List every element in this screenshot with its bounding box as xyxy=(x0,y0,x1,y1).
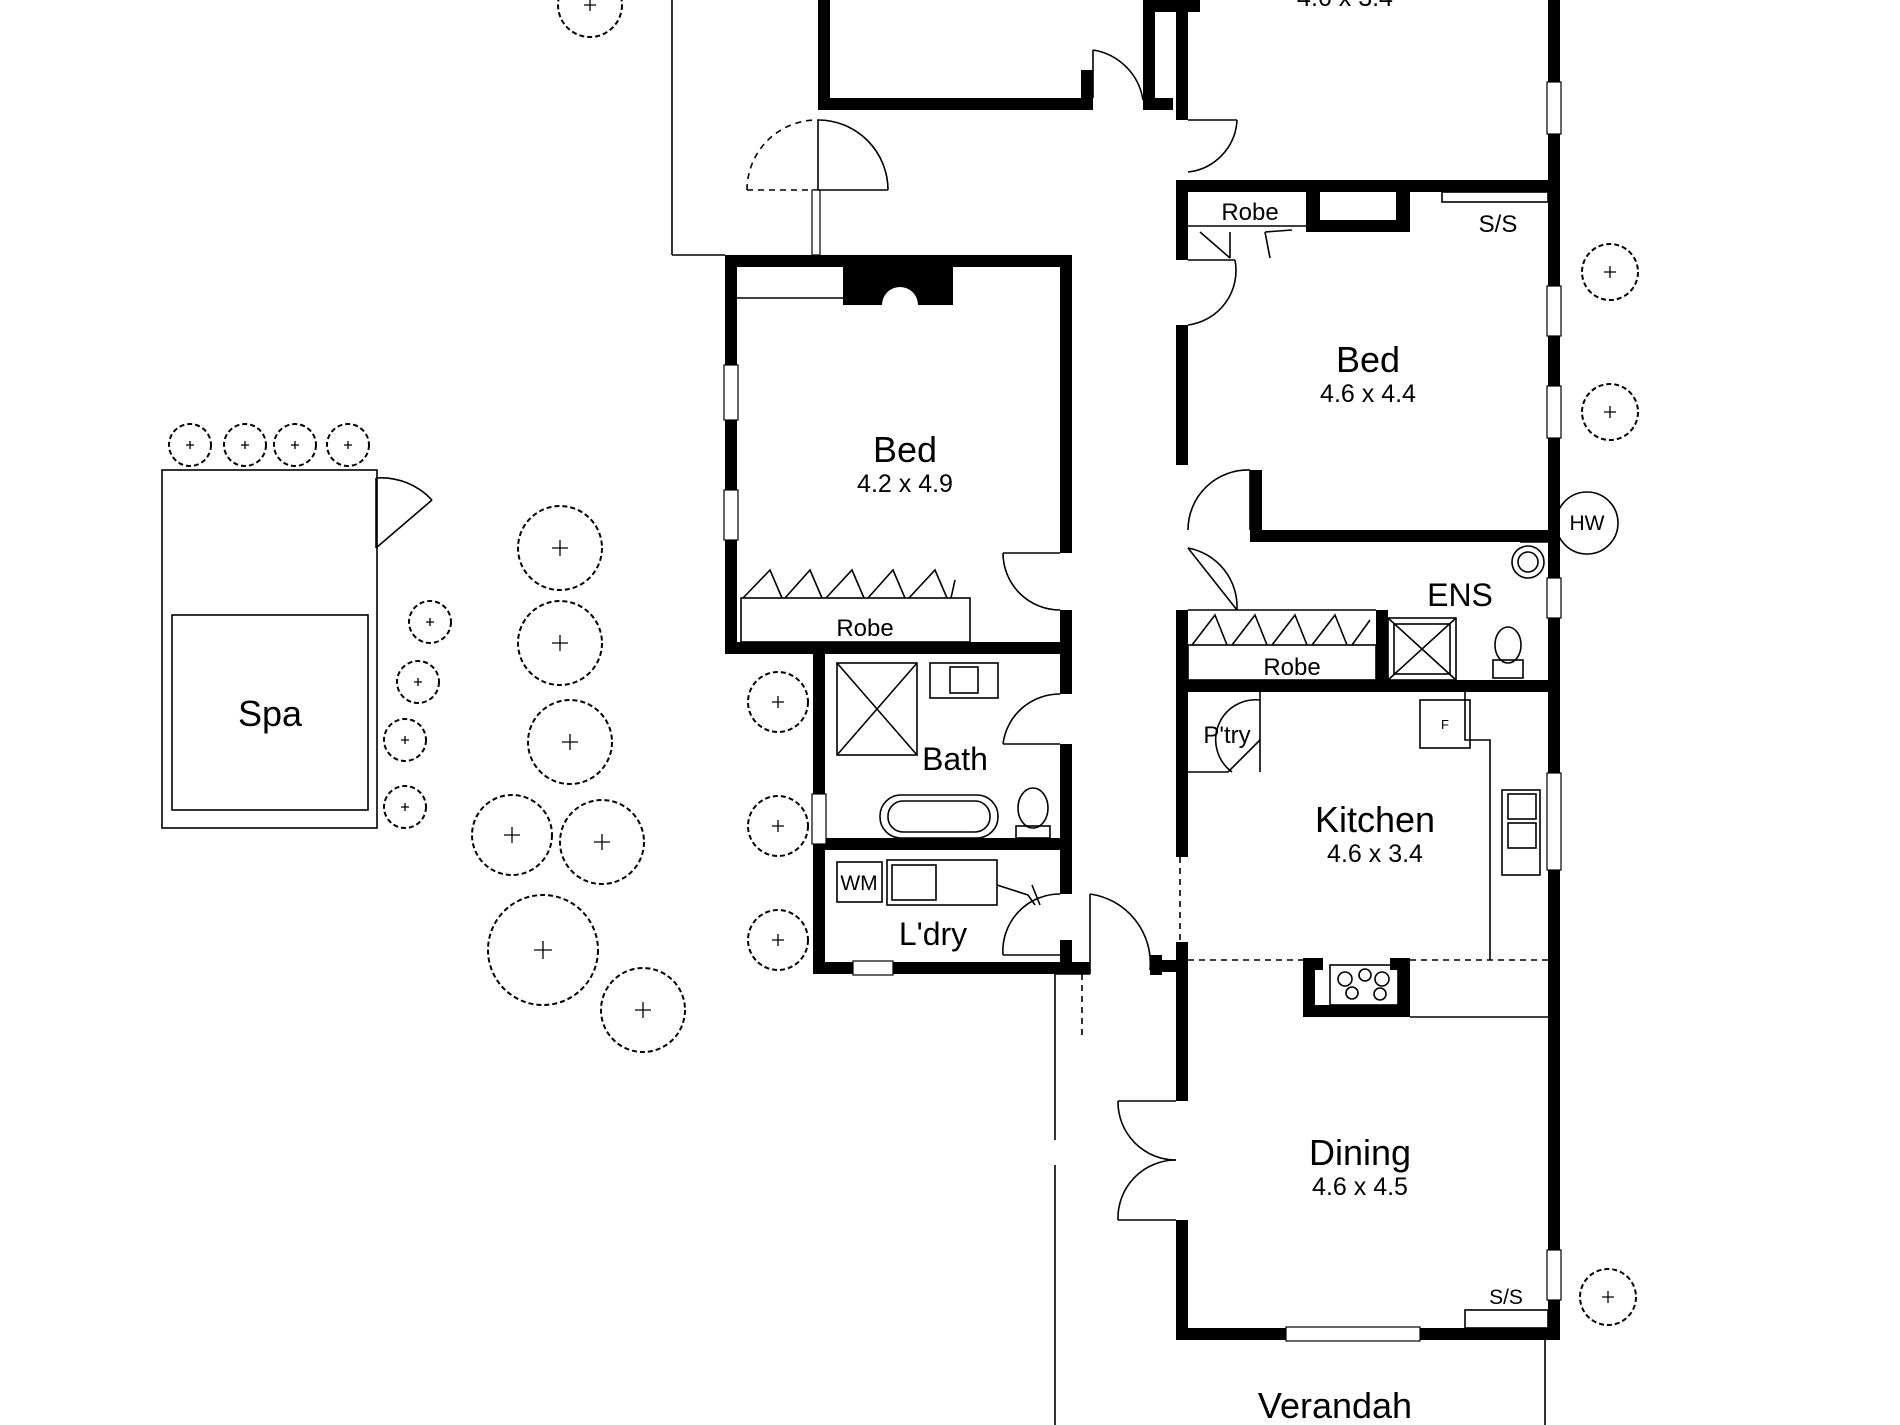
tree-icon xyxy=(517,505,603,591)
dashed-openings xyxy=(746,119,1548,1035)
tree-icon xyxy=(1579,1268,1637,1326)
bed-right-name: Bed xyxy=(1336,339,1400,380)
ss-dining-label: S/S xyxy=(1489,1286,1523,1309)
robe-ens-label: Robe xyxy=(1263,654,1320,681)
tree-icon xyxy=(223,423,267,467)
doors xyxy=(375,49,1261,1221)
tree-icon xyxy=(517,600,603,686)
tree-icon xyxy=(559,799,645,885)
fixture-labels: Robe Robe Robe S/S S/S HW WM F xyxy=(836,199,1604,1309)
tree-icon xyxy=(747,909,809,971)
top-room-dims: 4.6 x 3.4 xyxy=(1297,0,1393,12)
tree-icon xyxy=(168,423,212,467)
spa-name: Spa xyxy=(238,693,303,734)
tree-icon xyxy=(383,718,427,762)
robe-left-label: Robe xyxy=(836,615,893,642)
tree-icon xyxy=(1581,383,1639,441)
tree-icon xyxy=(408,600,452,644)
fridge-label: F xyxy=(1441,717,1449,732)
washing-machine-label: WM xyxy=(840,872,877,895)
dining-dims: 4.6 x 4.5 xyxy=(1312,1173,1408,1201)
bed-right-dims: 4.6 x 4.4 xyxy=(1320,380,1416,408)
bath-name: Bath xyxy=(922,741,988,777)
tree-icon xyxy=(273,423,317,467)
tree-icon xyxy=(487,894,599,1006)
tree-icon xyxy=(747,671,809,733)
bed-left-dims: 4.2 x 4.9 xyxy=(857,470,953,498)
hot-water-label: HW xyxy=(1570,512,1605,535)
dining-name: Dining xyxy=(1309,1132,1411,1173)
tree-icon xyxy=(383,785,427,829)
bed-left-name: Bed xyxy=(873,429,937,470)
room-labels: 4.6 x 3.4 Bed 4.2 x 4.9 Bed 4.6 x 4.4 EN… xyxy=(238,0,1493,1425)
robe-right-top-label: Robe xyxy=(1221,199,1278,226)
tree-icon xyxy=(326,423,370,467)
laundry-name: L'dry xyxy=(899,916,967,952)
tree-icon xyxy=(557,0,623,38)
kitchen-dims: 4.6 x 3.4 xyxy=(1327,840,1423,868)
tree-icon xyxy=(600,967,686,1053)
spa-area xyxy=(161,469,378,829)
fixtures xyxy=(740,229,1548,1006)
tree-icon xyxy=(747,795,809,857)
trees xyxy=(168,0,1639,1326)
ens-name: ENS xyxy=(1427,577,1493,613)
pantry-name: P'try xyxy=(1203,722,1250,749)
tree-icon xyxy=(527,699,613,785)
verandah-name: Verandah xyxy=(1258,1385,1412,1425)
exterior-walls xyxy=(725,0,1560,1340)
tree-icon xyxy=(1581,243,1639,301)
ss-bed-label: S/S xyxy=(1479,211,1518,238)
tree-icon xyxy=(396,660,440,704)
tree-icon xyxy=(471,794,553,876)
kitchen-name: Kitchen xyxy=(1315,799,1435,840)
windows xyxy=(723,81,1562,1342)
